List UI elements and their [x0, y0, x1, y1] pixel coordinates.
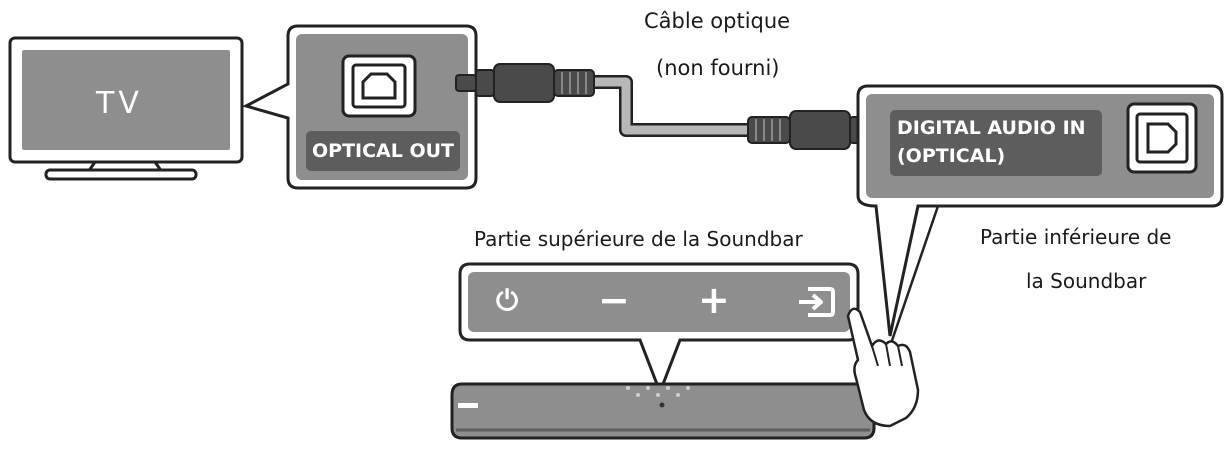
optical-cable: [455, 63, 891, 150]
minus-icon[interactable]: −: [598, 278, 630, 322]
source-input-icon[interactable]: [796, 286, 836, 318]
optical-port-icon: [341, 54, 417, 118]
optical-port-icon-soundbar: [1126, 102, 1198, 174]
soundbar-illustration: [450, 382, 876, 440]
tv-label: TV: [96, 86, 143, 121]
cable-label-line1: Câble optique: [644, 9, 791, 33]
soundbar-bottom-label-line1: Partie inférieure de: [980, 225, 1172, 249]
digital-audio-in-label-line2: (OPTICAL): [897, 145, 1006, 167]
left-plug: [455, 63, 595, 103]
digital-audio-in-label-line1: DIGITAL AUDIO IN: [897, 117, 1086, 139]
top-panel-callout: [458, 262, 860, 397]
cable-label-line2: (non fourni): [656, 56, 780, 80]
soundbar-bottom-label-line2: la Soundbar: [1026, 269, 1147, 293]
tv-illustration: [8, 36, 244, 181]
tv-port-callout: [241, 24, 478, 190]
optical-out-label: OPTICAL OUT: [312, 140, 455, 162]
digital-audio-in-tag: [890, 110, 1102, 176]
soundbar-port-callout: [856, 84, 1224, 337]
optical-out-tag: [306, 131, 460, 171]
hand-pointer: [846, 307, 920, 428]
power-icon[interactable]: ⏻: [496, 284, 519, 317]
plus-icon[interactable]: +: [698, 278, 730, 322]
soundbar-top-label: Partie supérieure de la Soundbar: [474, 227, 803, 251]
